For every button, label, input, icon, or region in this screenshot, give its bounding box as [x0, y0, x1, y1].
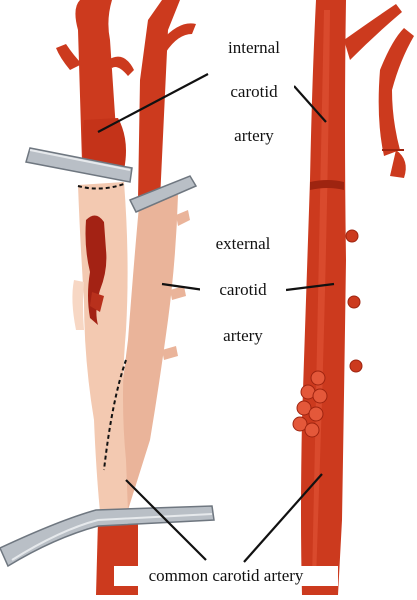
right-upper-branch-c [390, 150, 406, 178]
right-side-branch-1 [346, 230, 358, 242]
left-external-small-branch-3 [162, 346, 178, 360]
label-internal-1: internal [214, 38, 294, 58]
right-panel [293, 0, 414, 595]
right-side-branch-2 [348, 296, 360, 308]
label-external-3: artery [200, 326, 286, 346]
left-internal-branch [56, 44, 82, 70]
label-common-carotid: common carotid artery [114, 566, 338, 586]
right-upper-branch-b [379, 28, 414, 156]
label-internal-3: artery [214, 126, 294, 146]
left-panel [0, 0, 214, 595]
label-internal-2: carotid [214, 82, 294, 102]
label-external-2: carotid [200, 280, 286, 300]
right-side-branch-3 [350, 360, 362, 372]
left-external-small-branch-1 [176, 210, 190, 226]
left-arteriotomy-flap [72, 280, 84, 330]
label-external-1: external [200, 234, 286, 254]
